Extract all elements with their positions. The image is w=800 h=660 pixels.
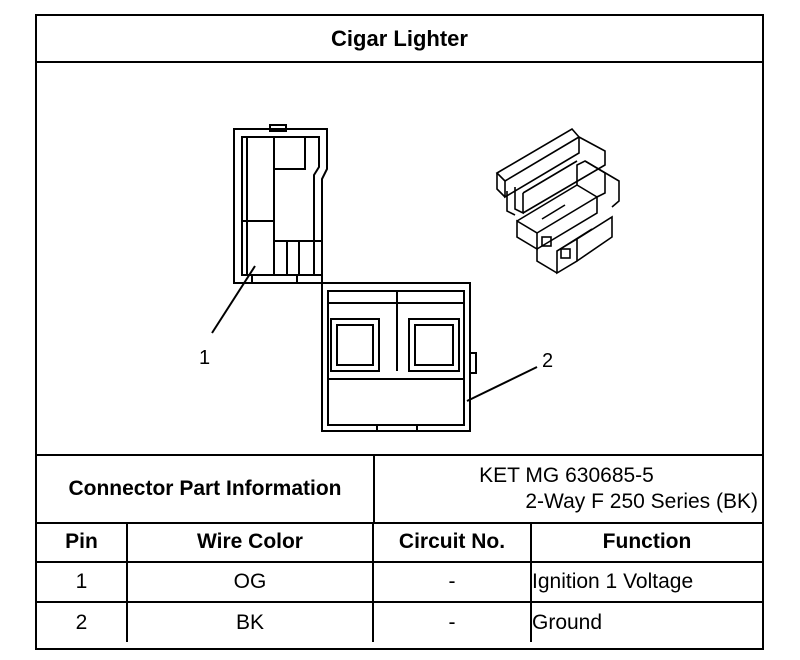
page-title: Cigar Lighter: [37, 16, 762, 63]
cell-function: Ignition 1 Voltage: [530, 561, 762, 603]
cell-circuit: -: [372, 561, 532, 603]
table-row: 1 OG - Ignition 1 Voltage: [37, 561, 762, 603]
cell-pin: 1: [37, 561, 128, 603]
table-row: 2 BK - Ground: [37, 601, 762, 642]
header-circuit-no: Circuit No.: [372, 522, 532, 563]
connector-part-number: KET MG 630685-5: [479, 464, 654, 487]
cell-circuit: -: [372, 601, 532, 642]
cell-wire-color: OG: [126, 561, 374, 603]
cell-function: Ground: [530, 601, 762, 642]
callout-2: 2: [542, 350, 554, 372]
header-pin: Pin: [37, 522, 128, 563]
header-wire-color: Wire Color: [126, 522, 374, 563]
cell-pin: 2: [37, 601, 128, 642]
callout-leader-2: [466, 366, 538, 402]
connector-part-info-row: Connector Part Information KET MG 630685…: [37, 456, 762, 524]
callout-1: 1: [199, 347, 211, 369]
header-function: Function: [530, 522, 762, 563]
connector-housing-lower: [321, 282, 477, 432]
cell-wire-color: BK: [126, 601, 374, 642]
connector-part-info-label: Connector Part Information: [37, 456, 375, 522]
callout-leader-1: [211, 265, 256, 334]
connector-housing-upper: [233, 124, 328, 284]
pinout-table: Pin Wire Color Circuit No. Function 1 OG…: [37, 522, 762, 642]
connector-part-info-value: KET MG 630685-5 2-Way F 250 Series (BK): [375, 456, 762, 522]
connector-description: 2-Way F 250 Series (BK): [525, 490, 758, 513]
connector-isometric-view: [495, 127, 620, 275]
connector-face-diagram: [211, 124, 620, 432]
connector-sheet: Cigar Lighter: [35, 14, 764, 650]
table-header-row: Pin Wire Color Circuit No. Function: [37, 522, 762, 563]
connector-drawing: 1 2: [37, 61, 762, 456]
